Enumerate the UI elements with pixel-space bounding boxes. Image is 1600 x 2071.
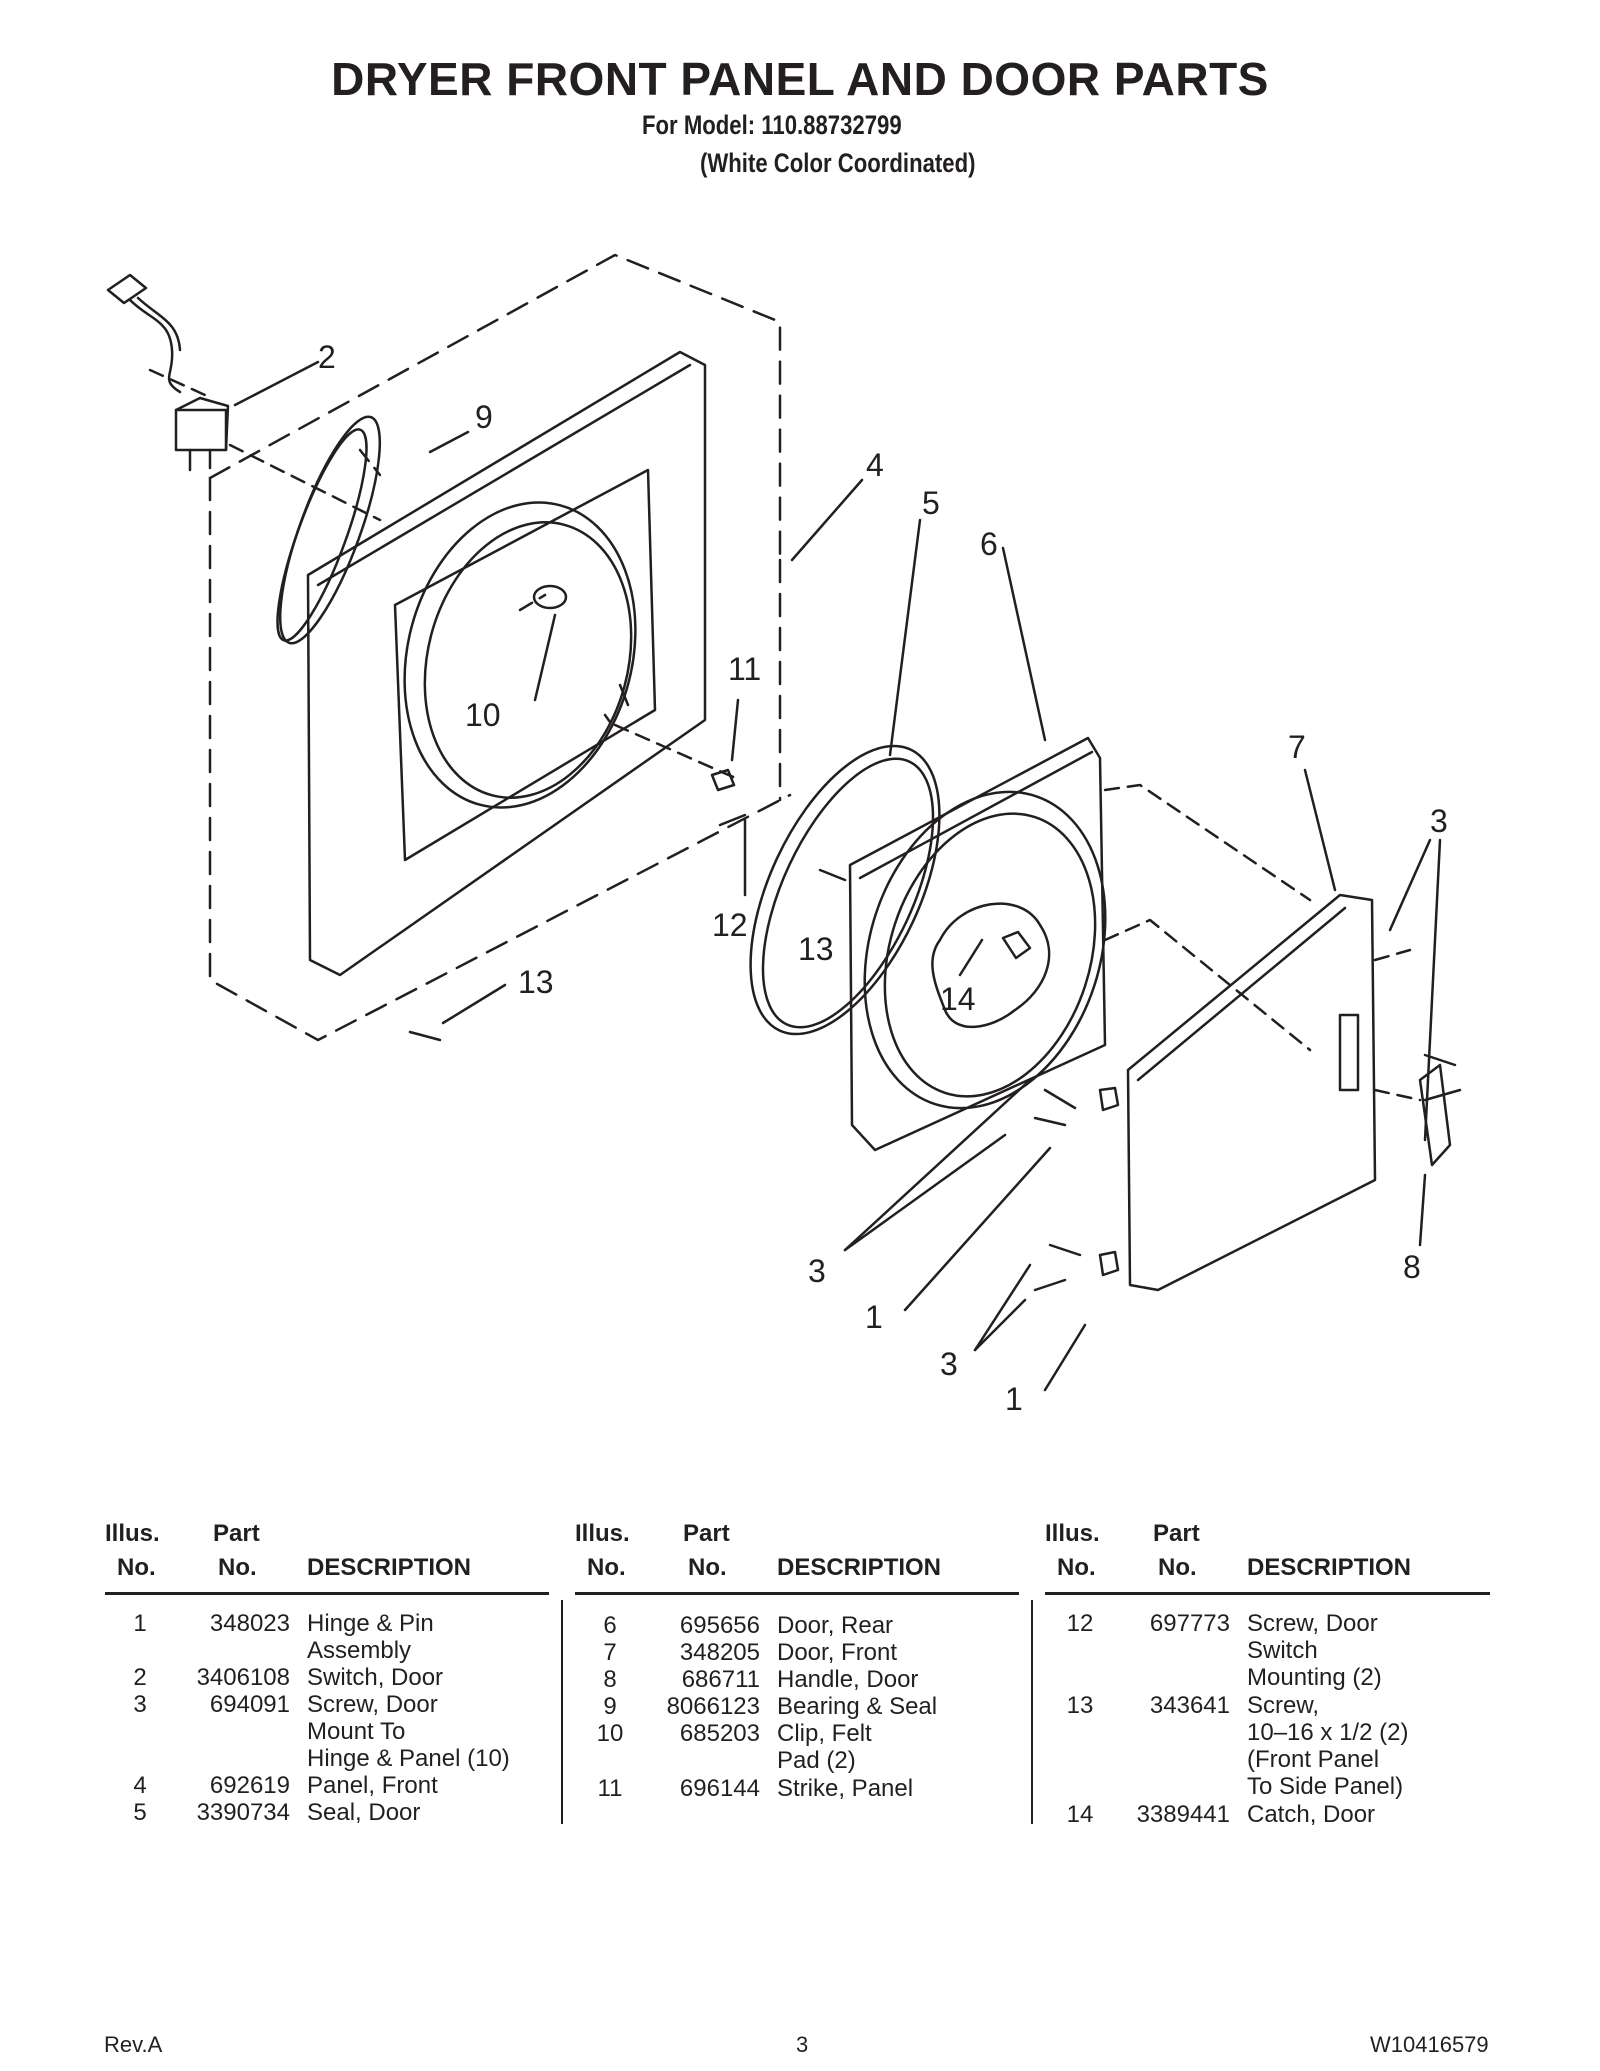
header-description: DESCRIPTION: [1247, 1554, 1412, 1581]
front-door: [1098, 893, 1377, 1292]
part-number: 685203: [679, 1720, 760, 1747]
door-switch: [106, 273, 230, 472]
illus-number: 4: [133, 1772, 147, 1799]
page-number: 3: [796, 2032, 809, 2057]
header-illus-no: No.: [587, 1554, 626, 1581]
part-number: 8066123: [666, 1693, 760, 1720]
header-illus: Illus.: [575, 1520, 630, 1547]
front-panel: [306, 350, 707, 977]
part-number: 343641: [1149, 1692, 1230, 1719]
part-description: Screw, Door Switch Mounting (2): [1247, 1610, 1382, 1691]
part-description: Clip, Felt Pad (2): [777, 1720, 872, 1774]
door-seal: [749, 744, 941, 1036]
callout-11: 11: [728, 651, 761, 687]
callout-13: 13: [518, 964, 554, 1000]
callout-3: 3: [940, 1346, 958, 1382]
header-illus-no: No.: [1057, 1554, 1096, 1581]
callout-5: 5: [922, 485, 940, 521]
illus-number: 14: [1066, 1801, 1094, 1828]
header-part-no: No.: [218, 1554, 257, 1581]
part-description: Switch, Door: [307, 1664, 444, 1691]
callout-7: 7: [1288, 729, 1306, 765]
part-description: Handle, Door: [777, 1666, 919, 1693]
part-description: Catch, Door: [1247, 1801, 1376, 1828]
part-description: Panel, Front: [307, 1772, 438, 1799]
illus-number: 13: [1066, 1692, 1094, 1719]
callout-14: 14: [940, 981, 976, 1017]
part-description: Hinge & Pin Assembly: [307, 1610, 434, 1664]
illus-number: 6: [603, 1612, 617, 1639]
header-illus: Illus.: [1045, 1520, 1100, 1547]
part-number: 348205: [679, 1639, 760, 1666]
callout-6: 6: [980, 526, 998, 562]
part-number: 3389441: [1136, 1801, 1230, 1828]
callout-3: 3: [1430, 803, 1448, 839]
illus-number: 1: [133, 1610, 147, 1637]
header-part: Part: [1153, 1520, 1200, 1547]
part-number: 697773: [1149, 1610, 1230, 1637]
part-number: 3390734: [196, 1799, 290, 1826]
part-description: Strike, Panel: [777, 1775, 914, 1802]
callout-leaders: [233, 360, 1442, 1392]
part-number: 686711: [681, 1666, 760, 1693]
header-illus: Illus.: [105, 1520, 160, 1547]
hinges-and-screws: [408, 813, 1462, 1292]
column-divider: [1031, 1600, 1033, 1824]
part-description: Seal, Door: [307, 1799, 421, 1826]
page-title: DRYER FRONT PANEL AND DOOR PARTS: [331, 53, 1269, 105]
door-handle: [1418, 1063, 1452, 1167]
part-description: Screw, 10–16 x 1/2 (2) (Front Panel To S…: [1247, 1692, 1409, 1800]
part-number: 348023: [209, 1610, 290, 1637]
illus-number: 3: [133, 1691, 147, 1718]
part-number: 695656: [679, 1612, 760, 1639]
callout-9: 9: [475, 399, 493, 435]
header-part-no: No.: [1158, 1554, 1197, 1581]
callout-1: 1: [1005, 1381, 1023, 1417]
illus-number: 5: [133, 1799, 147, 1826]
illus-number: 8: [603, 1666, 617, 1693]
header-part: Part: [213, 1520, 260, 1547]
document-number: W10416579: [1370, 2032, 1489, 2057]
part-number: 692619: [209, 1772, 290, 1799]
callout-2: 2: [318, 339, 336, 375]
color-coordination: (White Color Coordinated): [700, 148, 976, 178]
part-description: Screw, Door Mount To Hinge & Panel (10): [307, 1691, 510, 1772]
part-description: Door, Front: [777, 1639, 898, 1666]
header-rule: [575, 1592, 1019, 1595]
cabinet-outline: [208, 253, 792, 1042]
header-rule: [1045, 1592, 1490, 1595]
part-number: 3406108: [196, 1664, 290, 1691]
header-description: DESCRIPTION: [307, 1554, 472, 1581]
exploded-parts-diagram: 2 9 4 5 6 11 10 7 3 12 13 13 14 3 1 8 3 …: [106, 253, 1462, 1417]
part-number: 694091: [209, 1691, 290, 1718]
part-description: Bearing & Seal: [777, 1693, 938, 1720]
revision: Rev.A: [104, 2032, 163, 2057]
illus-number: 12: [1066, 1610, 1094, 1637]
rear-door: [848, 736, 1107, 1152]
callout-13: 13: [798, 931, 834, 967]
callout-4: 4: [866, 447, 884, 483]
callout-3: 3: [808, 1253, 826, 1289]
callout-10: 10: [465, 697, 501, 733]
header-description: DESCRIPTION: [777, 1554, 942, 1581]
callout-12: 12: [712, 907, 748, 943]
part-description: Door, Rear: [777, 1612, 894, 1639]
header-part: Part: [683, 1520, 730, 1547]
column-divider: [561, 1600, 563, 1824]
callout-1: 1: [865, 1299, 883, 1335]
illus-number: 2: [133, 1664, 147, 1691]
header-part-no: No.: [688, 1554, 727, 1581]
callout-8: 8: [1403, 1249, 1421, 1285]
header-illus-no: No.: [117, 1554, 156, 1581]
bearing-ring: [278, 415, 382, 645]
part-number: 696144: [679, 1775, 760, 1802]
header-rule: [105, 1592, 549, 1595]
illus-number: 9: [603, 1693, 617, 1720]
illus-number: 10: [596, 1720, 624, 1747]
illus-number: 11: [597, 1775, 623, 1802]
model-number: For Model: 110.88732799: [642, 110, 902, 140]
illus-number: 7: [603, 1639, 617, 1666]
